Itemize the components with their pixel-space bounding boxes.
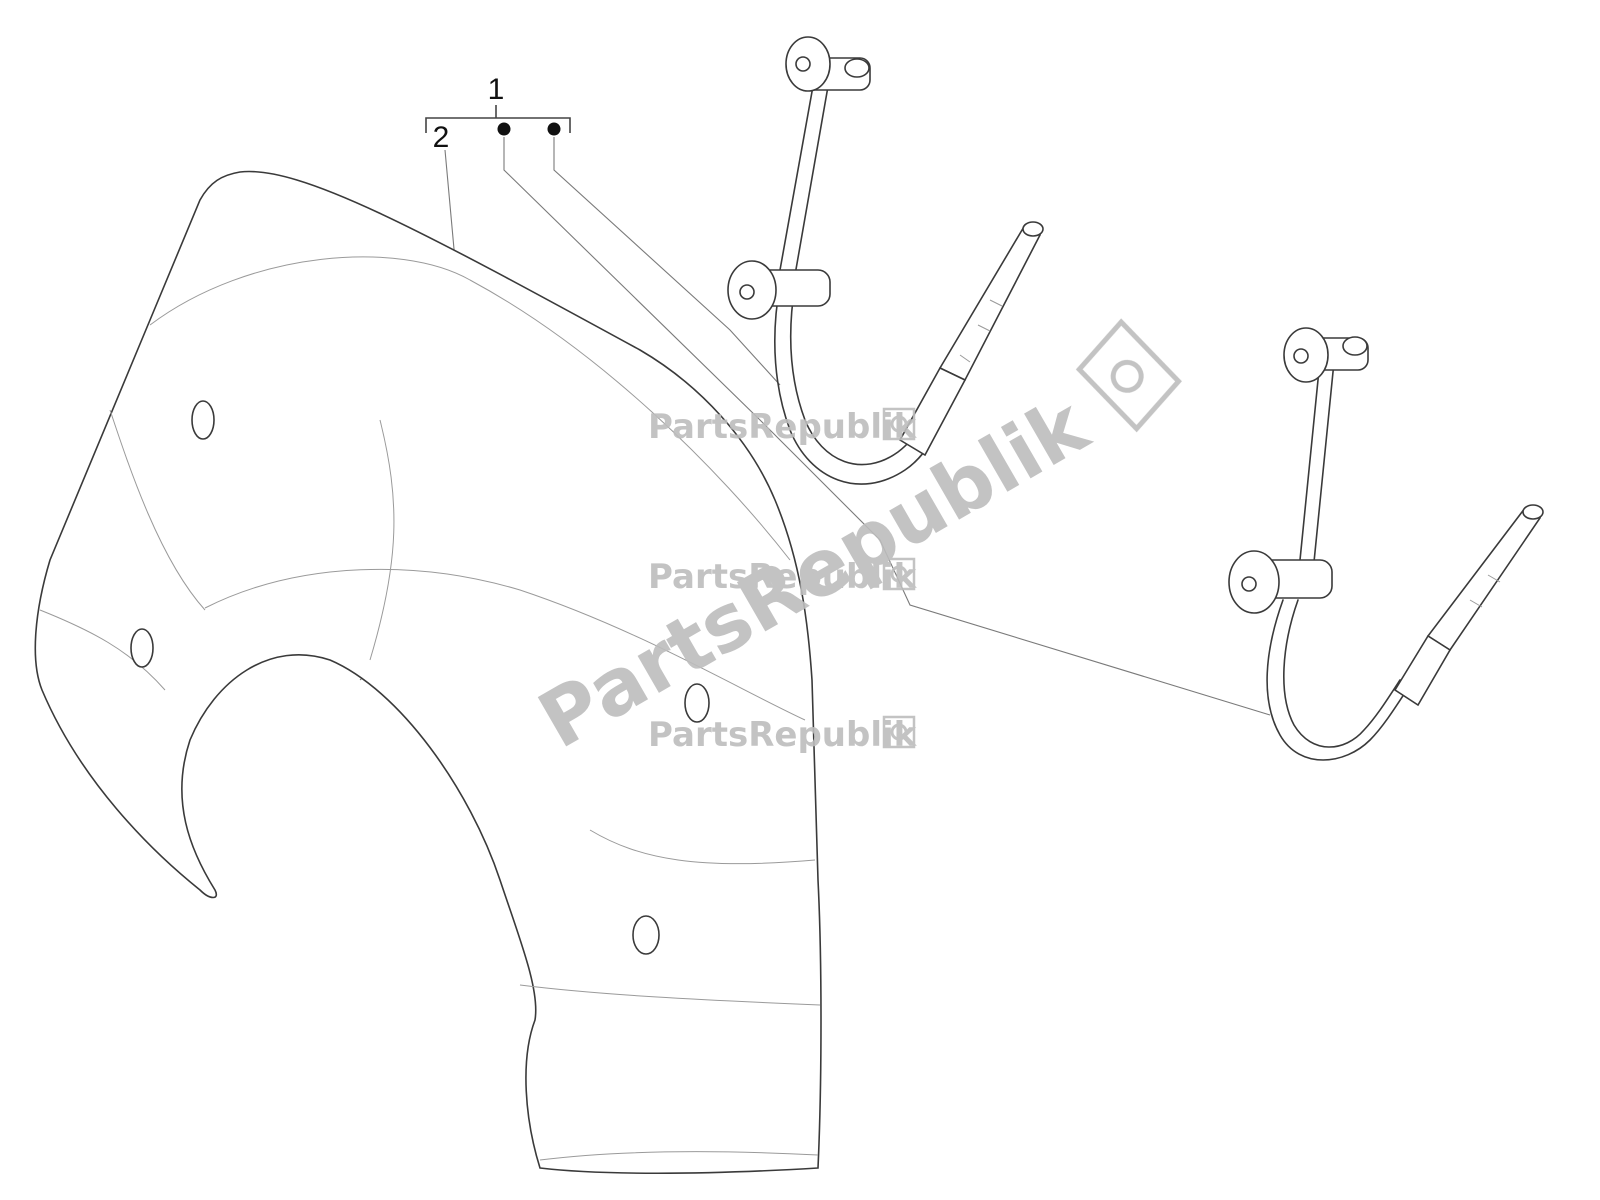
bracket-right-upper-rod [1299, 359, 1335, 563]
bracket-right-tube-sleeve [1393, 634, 1452, 707]
callout-group: 1 2 [425, 73, 571, 154]
leader-bracket-left [553, 137, 781, 386]
bracket-left-top-screw [844, 58, 870, 78]
callout-label-2: 2 [433, 121, 450, 154]
windshield-mount-hole-1 [191, 400, 215, 440]
callout-bracket [425, 117, 571, 133]
bracket-left-top-knob-center [795, 56, 811, 72]
bracket-right-tube-top [1426, 506, 1542, 652]
bracket-right-top-screw [1342, 336, 1368, 356]
bracket-left-mid-knob-center [739, 284, 755, 300]
windshield-contour-low-mid [589, 829, 816, 865]
windshield-mount-hole-2 [130, 628, 154, 668]
callout-label-1: 1 [488, 73, 505, 106]
watermark-small-2-text: PartsRepublik [648, 557, 918, 597]
gear-icon [882, 557, 916, 591]
watermark-small-2: PartsRepublik [648, 557, 918, 597]
bracket-left-curve [774, 284, 939, 485]
watermark-small-3-text: PartsRepublik [648, 715, 918, 755]
callout-dot-left [497, 122, 511, 136]
windshield-mount-hole-3 [684, 683, 710, 723]
bracket-right-tube-cap [1522, 504, 1544, 520]
callout-dot-right [547, 122, 561, 136]
mounting-bracket-left [727, 36, 1044, 485]
windshield-contour-bottom [539, 1151, 819, 1161]
bracket-right-tube-slots [1469, 574, 1501, 608]
bracket-right-mid-knob-center [1241, 576, 1257, 592]
mounting-bracket-right [1228, 327, 1544, 761]
windshield-contour-side [109, 409, 206, 611]
bracket-right-top-knob-center [1293, 348, 1309, 364]
watermark-small-3: PartsRepublik [648, 715, 918, 755]
bracket-left-tube-slots [959, 299, 1003, 363]
windshield-contour-left [39, 609, 166, 691]
bracket-left-tube-cap [1022, 221, 1044, 237]
watermark-small-1: PartsRepublik [648, 407, 918, 447]
windshield-contour-upper [149, 256, 791, 561]
gear-icon [882, 715, 916, 749]
bracket-right-curve [1266, 599, 1411, 761]
windshield-mount-hole-4 [632, 915, 660, 955]
gear-icon [882, 407, 916, 441]
leader-bracket-right [503, 137, 1271, 716]
windshield-contour-lower [519, 984, 821, 1006]
bracket-left-upper-rod [779, 74, 831, 276]
windshield-outline [34, 170, 822, 1175]
bracket-left-tube-top [938, 223, 1042, 382]
windshield [34, 170, 822, 1175]
windshield-contour-center [369, 419, 395, 661]
windshield-contour-mid [204, 568, 806, 721]
gear-icon [1075, 318, 1182, 433]
watermark-small-1-text: PartsRepublik [648, 407, 918, 447]
